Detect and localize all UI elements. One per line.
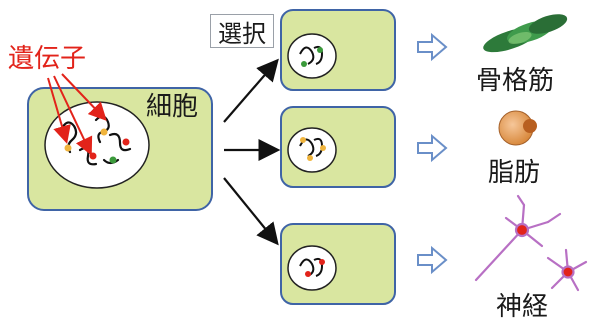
gene-label: 遺伝子 <box>8 44 87 74</box>
branch-arrows <box>223 58 281 246</box>
cell-middle <box>280 106 396 188</box>
select-label: 選択 <box>218 19 266 48</box>
cell-label: 細胞 <box>146 92 199 122</box>
fat-cell-icon <box>498 110 537 146</box>
skeletal-muscle-label: 骨格筋 <box>476 66 555 96</box>
select-label-box: 選択 <box>210 14 274 48</box>
neuron-icon <box>474 194 588 292</box>
gene-pointer-arrows <box>47 73 107 156</box>
cell-bottom <box>280 223 396 305</box>
hollow-arrows <box>417 32 448 275</box>
nerve-label: 神経 <box>496 292 549 322</box>
fat-label: 脂肪 <box>488 158 541 188</box>
cell-top <box>280 9 396 91</box>
muscle-icon <box>483 14 568 53</box>
